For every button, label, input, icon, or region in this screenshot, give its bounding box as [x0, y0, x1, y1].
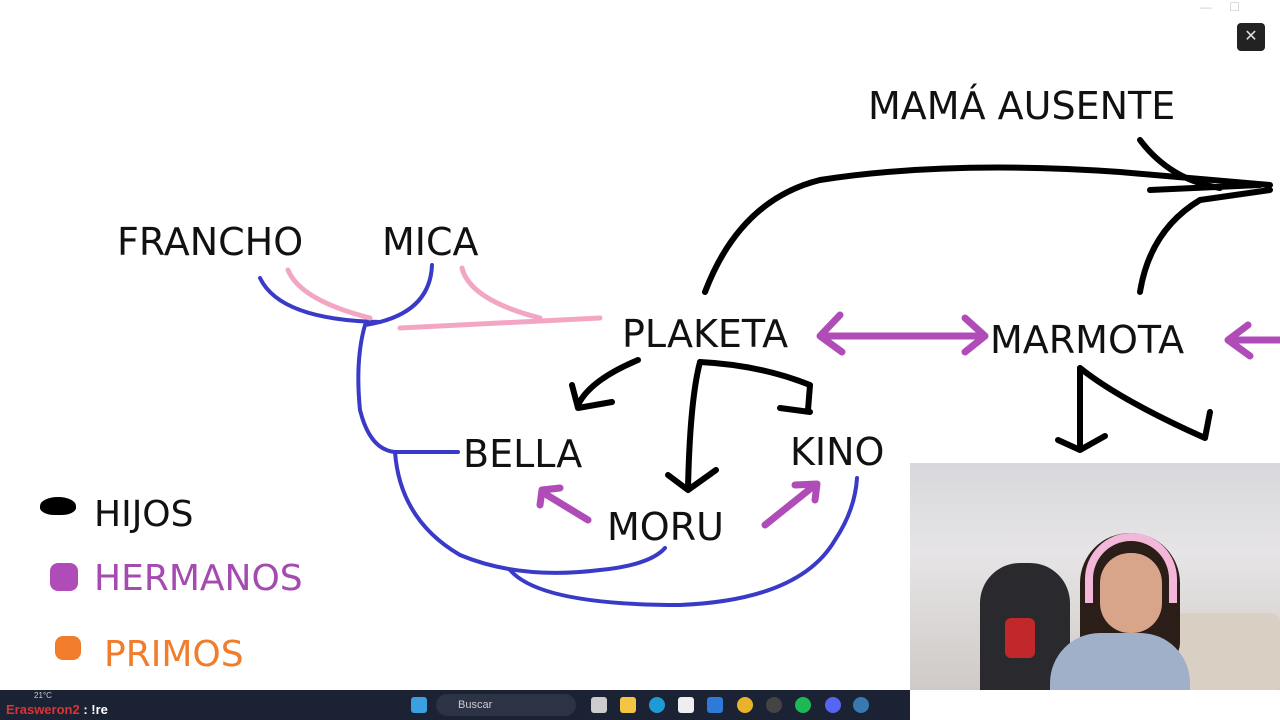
legend-hijos: HIJOS: [94, 494, 194, 535]
outlook-icon[interactable]: [707, 697, 723, 713]
parent-lines: [258, 263, 859, 607]
legend-hermanos: HERMANOS: [94, 558, 303, 599]
pink-lines: [285, 265, 603, 331]
legend-primos-swatch: [55, 636, 81, 660]
file-explorer-icon[interactable]: [620, 697, 636, 713]
chat-text: : !re: [79, 702, 108, 717]
node-mica: MICA: [382, 220, 479, 264]
node-bella: BELLA: [463, 432, 583, 476]
steam-icon[interactable]: [853, 697, 869, 713]
weather-temp: 21°C: [34, 691, 52, 700]
edge-icon[interactable]: [649, 697, 665, 713]
title-mama-ausente: MAMÁ AUSENTE: [868, 84, 1176, 128]
node-plaketa: PLAKETA: [622, 312, 789, 356]
child-arrows: [569, 137, 1273, 493]
node-marmota: MARMOTA: [990, 318, 1185, 362]
node-francho: FRANCHO: [117, 220, 304, 264]
legend-hijos-swatch: [40, 497, 76, 515]
person-shirt: [1050, 633, 1190, 690]
legend-primos: PRIMOS: [104, 634, 244, 675]
discord-icon[interactable]: [825, 697, 841, 713]
headset: [1085, 533, 1177, 603]
family-tree-canvas: [258, 137, 1280, 607]
node-kino: KINO: [790, 430, 885, 474]
chair-red: [1005, 618, 1035, 658]
task-view-icon[interactable]: [591, 697, 607, 713]
close-button[interactable]: ✕: [1237, 23, 1265, 51]
webcam-overlay: [910, 463, 1280, 690]
spotify-icon[interactable]: [795, 697, 811, 713]
window-controls: — ☐: [1200, 0, 1240, 14]
chrome-icon[interactable]: [737, 697, 753, 713]
minimize-button[interactable]: —: [1199, 0, 1212, 14]
node-moru: MORU: [607, 505, 724, 549]
legend-hermanos-swatch: [50, 563, 78, 591]
sibling-arrows: [536, 311, 1280, 529]
store-icon[interactable]: [678, 697, 694, 713]
chat-message: Erasweron2 : !re: [6, 702, 108, 717]
chat-user: Erasweron2: [6, 702, 80, 717]
taskbar: 21°C Erasweron2 : !re Buscar: [0, 690, 910, 720]
taskbar-search[interactable]: Buscar: [436, 694, 576, 716]
windows-start-icon[interactable]: [411, 697, 427, 713]
maximize-button[interactable]: ☐: [1229, 0, 1240, 14]
obs-icon[interactable]: [766, 697, 782, 713]
